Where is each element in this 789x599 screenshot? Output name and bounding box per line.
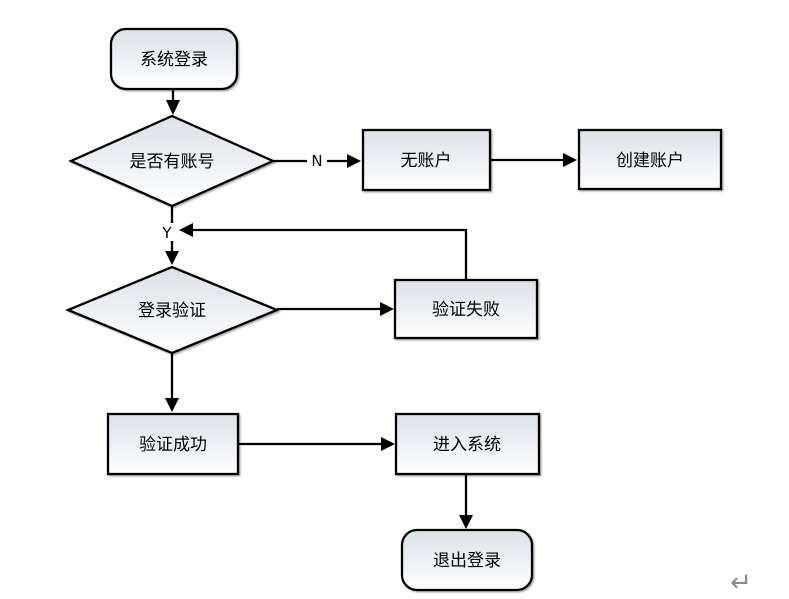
svg-text:Y: Y <box>161 224 172 242</box>
node-has-account[interactable]: 是否有账号 <box>68 114 276 208</box>
node-logout[interactable]: 退出登录 <box>400 528 534 592</box>
node-verify-fail[interactable]: 验证失败 <box>393 278 539 340</box>
node-create-account[interactable]: 创建账户 <box>577 128 723 191</box>
node-start[interactable]: 系统登录 <box>109 27 239 91</box>
node-start-label: 系统登录 <box>140 50 208 70</box>
node-logout-label: 退出登录 <box>433 551 501 571</box>
node-no-account[interactable]: 无账户 <box>361 128 492 192</box>
node-login-verify-label: 登录验证 <box>138 301 206 321</box>
node-login-verify[interactable]: 登录验证 <box>64 265 281 355</box>
edge-label-n: N <box>307 151 327 170</box>
edge-label-y: Y <box>159 223 176 242</box>
connector-decision2-to-verify-fail <box>277 302 394 316</box>
node-verify-success[interactable]: 验证成功 <box>106 412 240 476</box>
connector-verify-success-to-enter-system <box>238 437 395 451</box>
connector-enter-system-to-logout <box>459 474 473 529</box>
connector-decision2-to-verify-success <box>165 353 179 412</box>
node-create-account-label: 创建账户 <box>616 151 684 171</box>
node-verify-success-label: 验证成功 <box>139 435 207 455</box>
node-enter-system-label: 进入系统 <box>433 435 501 455</box>
node-has-account-label: 是否有账号 <box>130 152 215 172</box>
carriage-return-mark: ↵ <box>730 568 752 598</box>
svg-text:N: N <box>311 152 322 170</box>
connector-verify-fail-loopback <box>179 223 468 280</box>
node-no-account-label: 无账户 <box>401 151 452 171</box>
node-verify-fail-label: 验证失败 <box>432 300 500 320</box>
node-enter-system[interactable]: 进入系统 <box>394 412 541 476</box>
connector-start-to-decision1 <box>166 89 180 115</box>
connector-no-account-to-create-account <box>490 153 577 167</box>
